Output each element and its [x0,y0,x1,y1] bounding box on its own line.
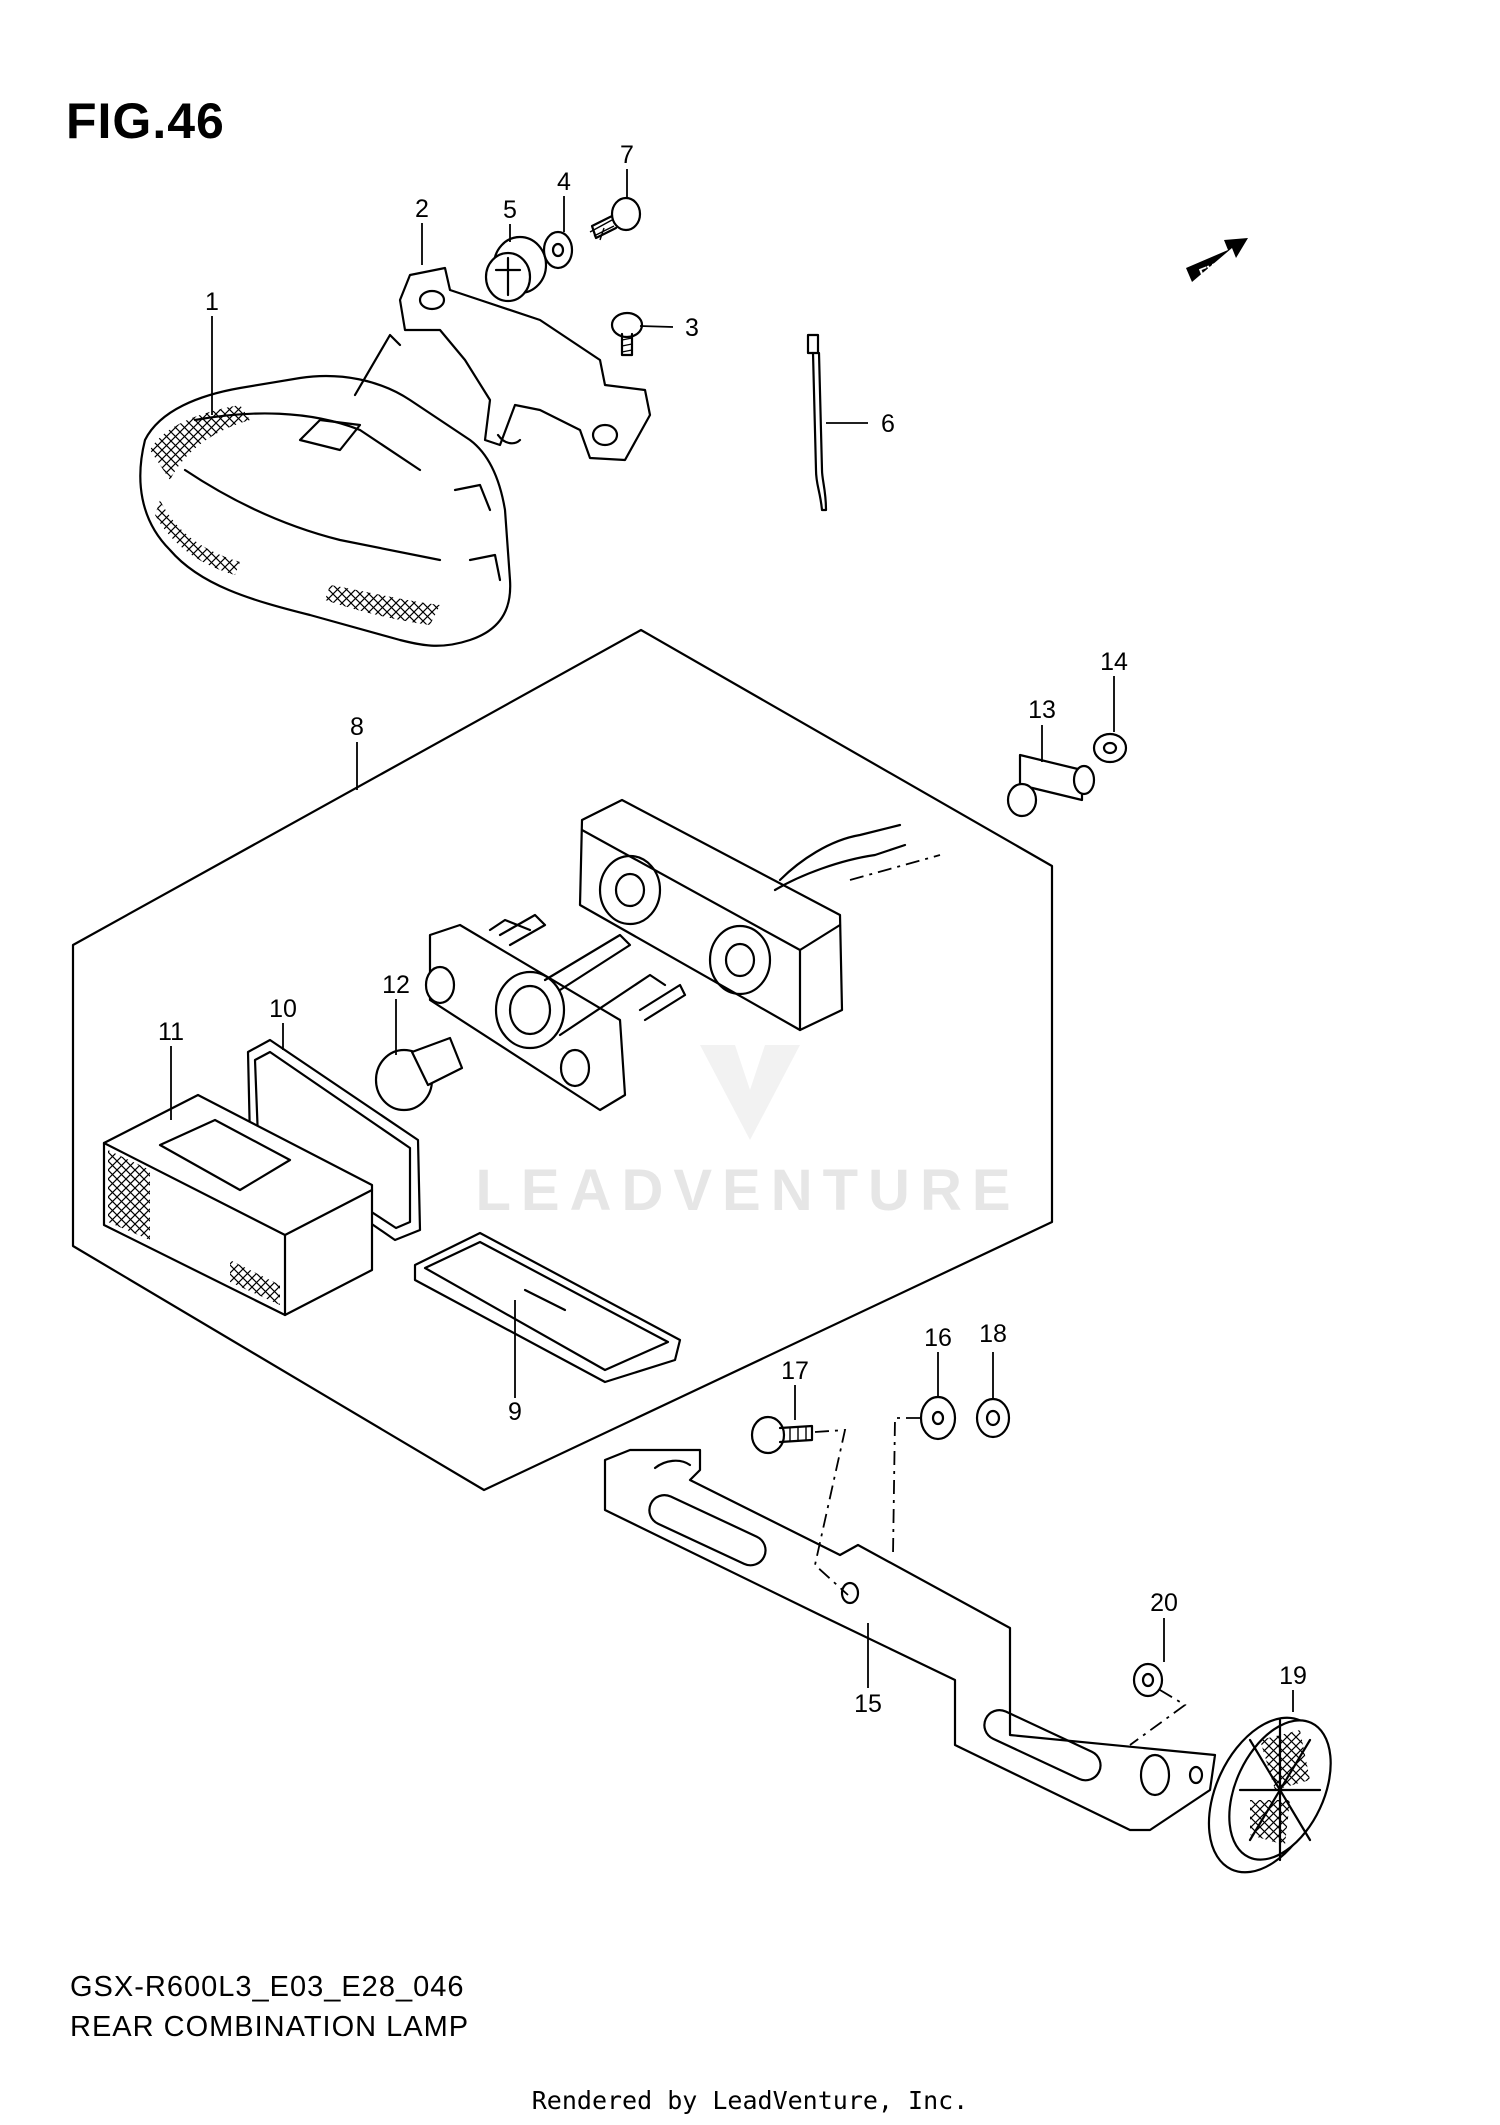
callout-18: 18 [979,1320,1007,1348]
part-13-spacer [1006,753,1096,818]
callout-17: 17 [781,1357,809,1385]
part-12-bulb [374,1036,464,1112]
watermark-text: LEADVENTURE [475,1158,1020,1223]
callout-1: 1 [205,288,219,316]
part-1-tail-lamp [139,333,512,647]
part-3-screw [610,311,644,357]
part-11-lens [102,1093,374,1317]
watermark-logo [700,1045,800,1140]
part-9-plate [413,1231,682,1384]
callout-19: 19 [1279,1662,1307,1690]
figure-title: FIG.46 [66,93,225,149]
license-lamp-housing [578,798,907,1032]
fwd-arrow-icon: FWD [1186,238,1248,283]
footer-credit: Rendered by LeadVenture, Inc. [531,2086,969,2115]
part-17-screw [750,1415,814,1455]
part-18-nut [975,1397,1011,1439]
callout-13: 13 [1028,696,1056,724]
leader-lines [170,169,1294,1712]
part-15-bracket [603,1448,1217,1832]
part-20-nut [1132,1662,1164,1698]
part-7-screw [589,196,642,241]
part-19-reflector [1207,1716,1332,1874]
callout-16: 16 [924,1324,952,1352]
callout-9: 9 [508,1398,522,1426]
fwd-label: FWD [1197,254,1235,283]
part-6-cable-tie [806,333,828,512]
part-5-grommet [484,235,548,303]
callout-5: 5 [503,196,517,224]
assembly-line [1129,1689,1187,1746]
part-2-bracket [398,266,652,462]
callout-10: 10 [269,995,297,1023]
callout-2: 2 [415,195,429,223]
part-8-kit-outline [71,628,1054,1492]
callout-6: 6 [881,410,895,438]
callout-3: 3 [685,314,699,342]
callout-labels: 1 2 3 4 5 6 7 8 9 10 11 12 13 14 15 16 1… [158,141,1307,1718]
assembly-line [814,1429,849,1596]
callout-14: 14 [1100,648,1128,676]
callout-8: 8 [350,713,364,741]
callout-7: 7 [620,141,634,169]
callout-4: 4 [557,168,571,196]
assembly-name: REAR COMBINATION LAMP [70,2011,470,2043]
assembly-line [892,1417,920,1556]
model-code: GSX-R600L3_E03_E28_046 [70,1971,465,2003]
callout-20: 20 [1150,1589,1178,1617]
callout-12: 12 [382,971,410,999]
callout-15: 15 [854,1690,882,1718]
part-14-nut [1092,732,1128,764]
assembly-line [849,854,941,881]
part-4-washer [542,230,574,270]
callout-11: 11 [158,1018,184,1046]
part-16-washer [919,1395,957,1441]
socket-plate [424,913,687,1112]
